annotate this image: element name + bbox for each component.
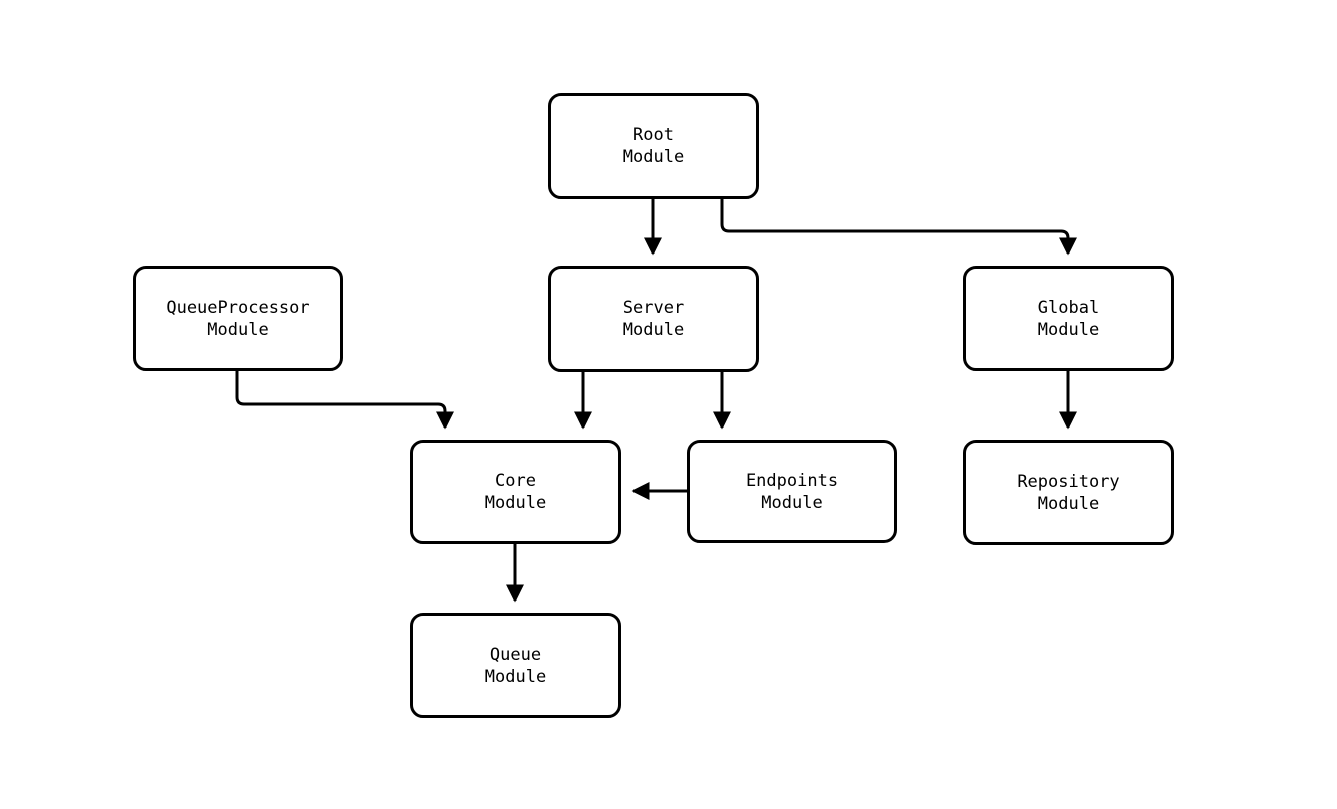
node-queue-module-line1: Queue [489, 644, 542, 665]
node-endpoints-module-line2: Module [761, 492, 823, 513]
edge-root-global [720, 199, 1077, 256]
node-global-module-line2: Module [1037, 319, 1100, 340]
node-server-module-line1: Server [622, 298, 685, 318]
node-core-module-line2: Module [484, 493, 547, 513]
node-server-module-line2: Module [622, 320, 685, 340]
node-queueprocessor-module-line1: QueueProcessor [166, 297, 310, 318]
node-core-module-line1: Core [495, 471, 536, 491]
node-endpoints-module-line1: Endpoints [745, 470, 839, 491]
node-root-module-line2: Module [622, 147, 685, 167]
node-queueprocessor-module-line2: Module [207, 319, 269, 340]
node-queue-module-line2: Module [484, 666, 547, 687]
node-root-module-line1: Root [633, 125, 674, 145]
node-repository-module-line2: Module [1037, 493, 1100, 514]
node-repository-module-line1: Repository [1017, 471, 1120, 492]
node-global-module-line1: Global [1037, 297, 1100, 318]
edge-queueprocessor-core [235, 371, 454, 430]
